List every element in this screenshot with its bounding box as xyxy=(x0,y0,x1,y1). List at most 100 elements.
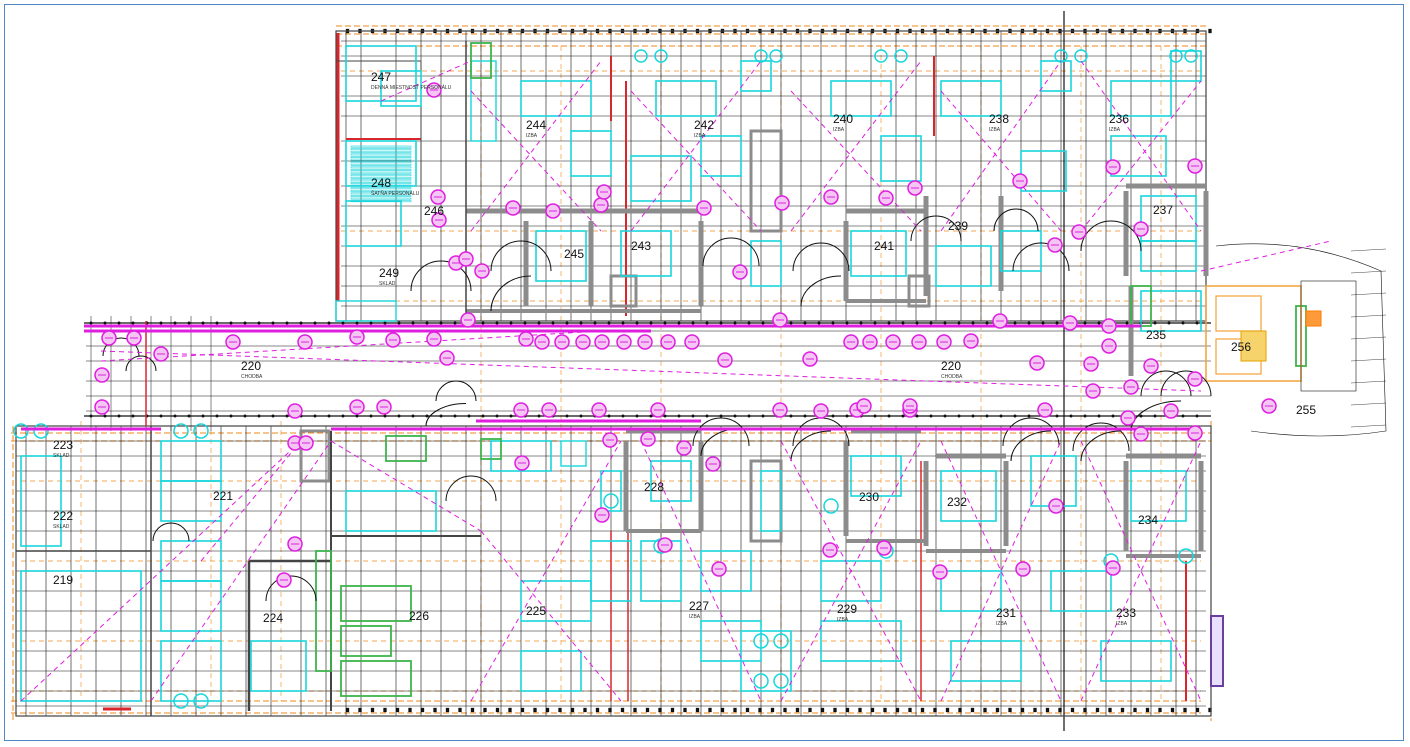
grid-dot xyxy=(831,414,835,418)
grid-dot xyxy=(901,414,905,418)
grid-dot xyxy=(341,321,345,325)
door-swing xyxy=(1130,400,1182,432)
cable-run xyxy=(150,440,332,702)
column-tick xyxy=(470,707,475,713)
column-tick xyxy=(583,707,587,713)
fixture-hatch xyxy=(350,176,412,179)
grid-dot xyxy=(971,321,975,325)
grid-dot xyxy=(929,321,933,325)
grid-dot xyxy=(663,321,667,325)
column-tick xyxy=(720,707,725,713)
grid-dot xyxy=(691,321,695,325)
grid-dot xyxy=(593,321,597,325)
grid-dot xyxy=(621,414,625,418)
column-tick xyxy=(908,707,912,713)
room-number: 225 xyxy=(526,604,546,618)
column-tick xyxy=(1183,707,1187,713)
room-name: ŠATŇA PERSONÁLU xyxy=(371,190,420,197)
door-swing xyxy=(1080,220,1142,252)
column-tick xyxy=(920,707,925,713)
grid-dot xyxy=(649,321,653,325)
column-tick xyxy=(595,707,600,713)
room-number: 221 xyxy=(213,489,233,503)
grid-dot xyxy=(257,414,261,418)
column-tick xyxy=(1133,707,1137,713)
fixture-hatch xyxy=(350,148,412,151)
grid-dot xyxy=(789,414,793,418)
column-tick xyxy=(1070,707,1075,713)
electrical-layer xyxy=(20,60,1332,702)
column-tick xyxy=(970,707,975,713)
outline-curve xyxy=(1350,314,1387,318)
grid-dot xyxy=(89,414,93,418)
column-tick xyxy=(495,707,500,713)
room-name: IZBA xyxy=(694,133,706,139)
structural-grid xyxy=(16,11,1212,731)
outline-curve xyxy=(1350,248,1387,252)
fixture xyxy=(490,440,552,472)
grid-dot xyxy=(229,321,233,325)
grid-dot xyxy=(915,414,919,418)
column-tick xyxy=(833,707,837,713)
grid-dot xyxy=(915,321,919,325)
column-tick xyxy=(870,707,875,713)
room-name: IZBA xyxy=(1116,621,1128,627)
fixture xyxy=(335,300,397,322)
column-tick xyxy=(1120,707,1125,713)
grid-dot xyxy=(901,321,905,325)
fixture-round xyxy=(754,49,768,63)
fixture-hatch xyxy=(350,179,412,182)
fixture xyxy=(160,480,222,522)
fixture xyxy=(520,650,582,692)
outline-curve xyxy=(1350,270,1387,274)
door-swing xyxy=(490,240,552,272)
outline-curve xyxy=(1215,243,1387,437)
fixture xyxy=(820,620,902,662)
grid-dot xyxy=(677,414,681,418)
grid-dot xyxy=(551,321,555,325)
column-tick xyxy=(1095,707,1100,713)
cable-run xyxy=(100,350,1202,392)
fixture-round xyxy=(1178,548,1194,564)
fixture xyxy=(590,540,632,602)
grid-dot xyxy=(1181,414,1185,418)
door-swing xyxy=(425,402,467,427)
grid-dot xyxy=(1111,414,1115,418)
room-name: CHODBA xyxy=(941,374,963,380)
fixture-hatch xyxy=(350,189,412,192)
grid-dot xyxy=(369,414,373,418)
room-name: CHODBA xyxy=(241,374,263,380)
room-number: 226 xyxy=(409,609,429,623)
fixture xyxy=(700,135,742,177)
walls xyxy=(15,30,1224,717)
grid-dot xyxy=(719,414,723,418)
column-tick xyxy=(670,707,675,713)
grid-dot xyxy=(271,321,275,325)
grid-dot xyxy=(495,414,499,418)
fixture xyxy=(850,230,907,277)
column-tick xyxy=(1208,28,1212,34)
stair-zone xyxy=(1300,280,1357,392)
grid-dot xyxy=(999,414,1003,418)
column-tick xyxy=(658,707,662,713)
grid-dot xyxy=(299,321,303,325)
grid-dot xyxy=(789,321,793,325)
grid-dot xyxy=(89,321,93,325)
grid-dot xyxy=(635,414,639,418)
grid-dot xyxy=(425,414,429,418)
fixture xyxy=(535,230,587,282)
cable-run xyxy=(790,90,922,232)
fixture xyxy=(560,440,587,467)
shaft-wall xyxy=(749,129,783,233)
grid-dot xyxy=(313,321,317,325)
cable-run xyxy=(380,60,472,102)
fixture-hatch xyxy=(350,197,412,200)
fixture xyxy=(940,570,1002,612)
furniture xyxy=(340,625,392,657)
fixture-hatch xyxy=(350,145,412,148)
furniture xyxy=(340,660,412,697)
room-number: 237 xyxy=(1153,203,1173,217)
room-name: IZBA xyxy=(996,621,1008,627)
room-name: IZBA xyxy=(1109,127,1121,133)
